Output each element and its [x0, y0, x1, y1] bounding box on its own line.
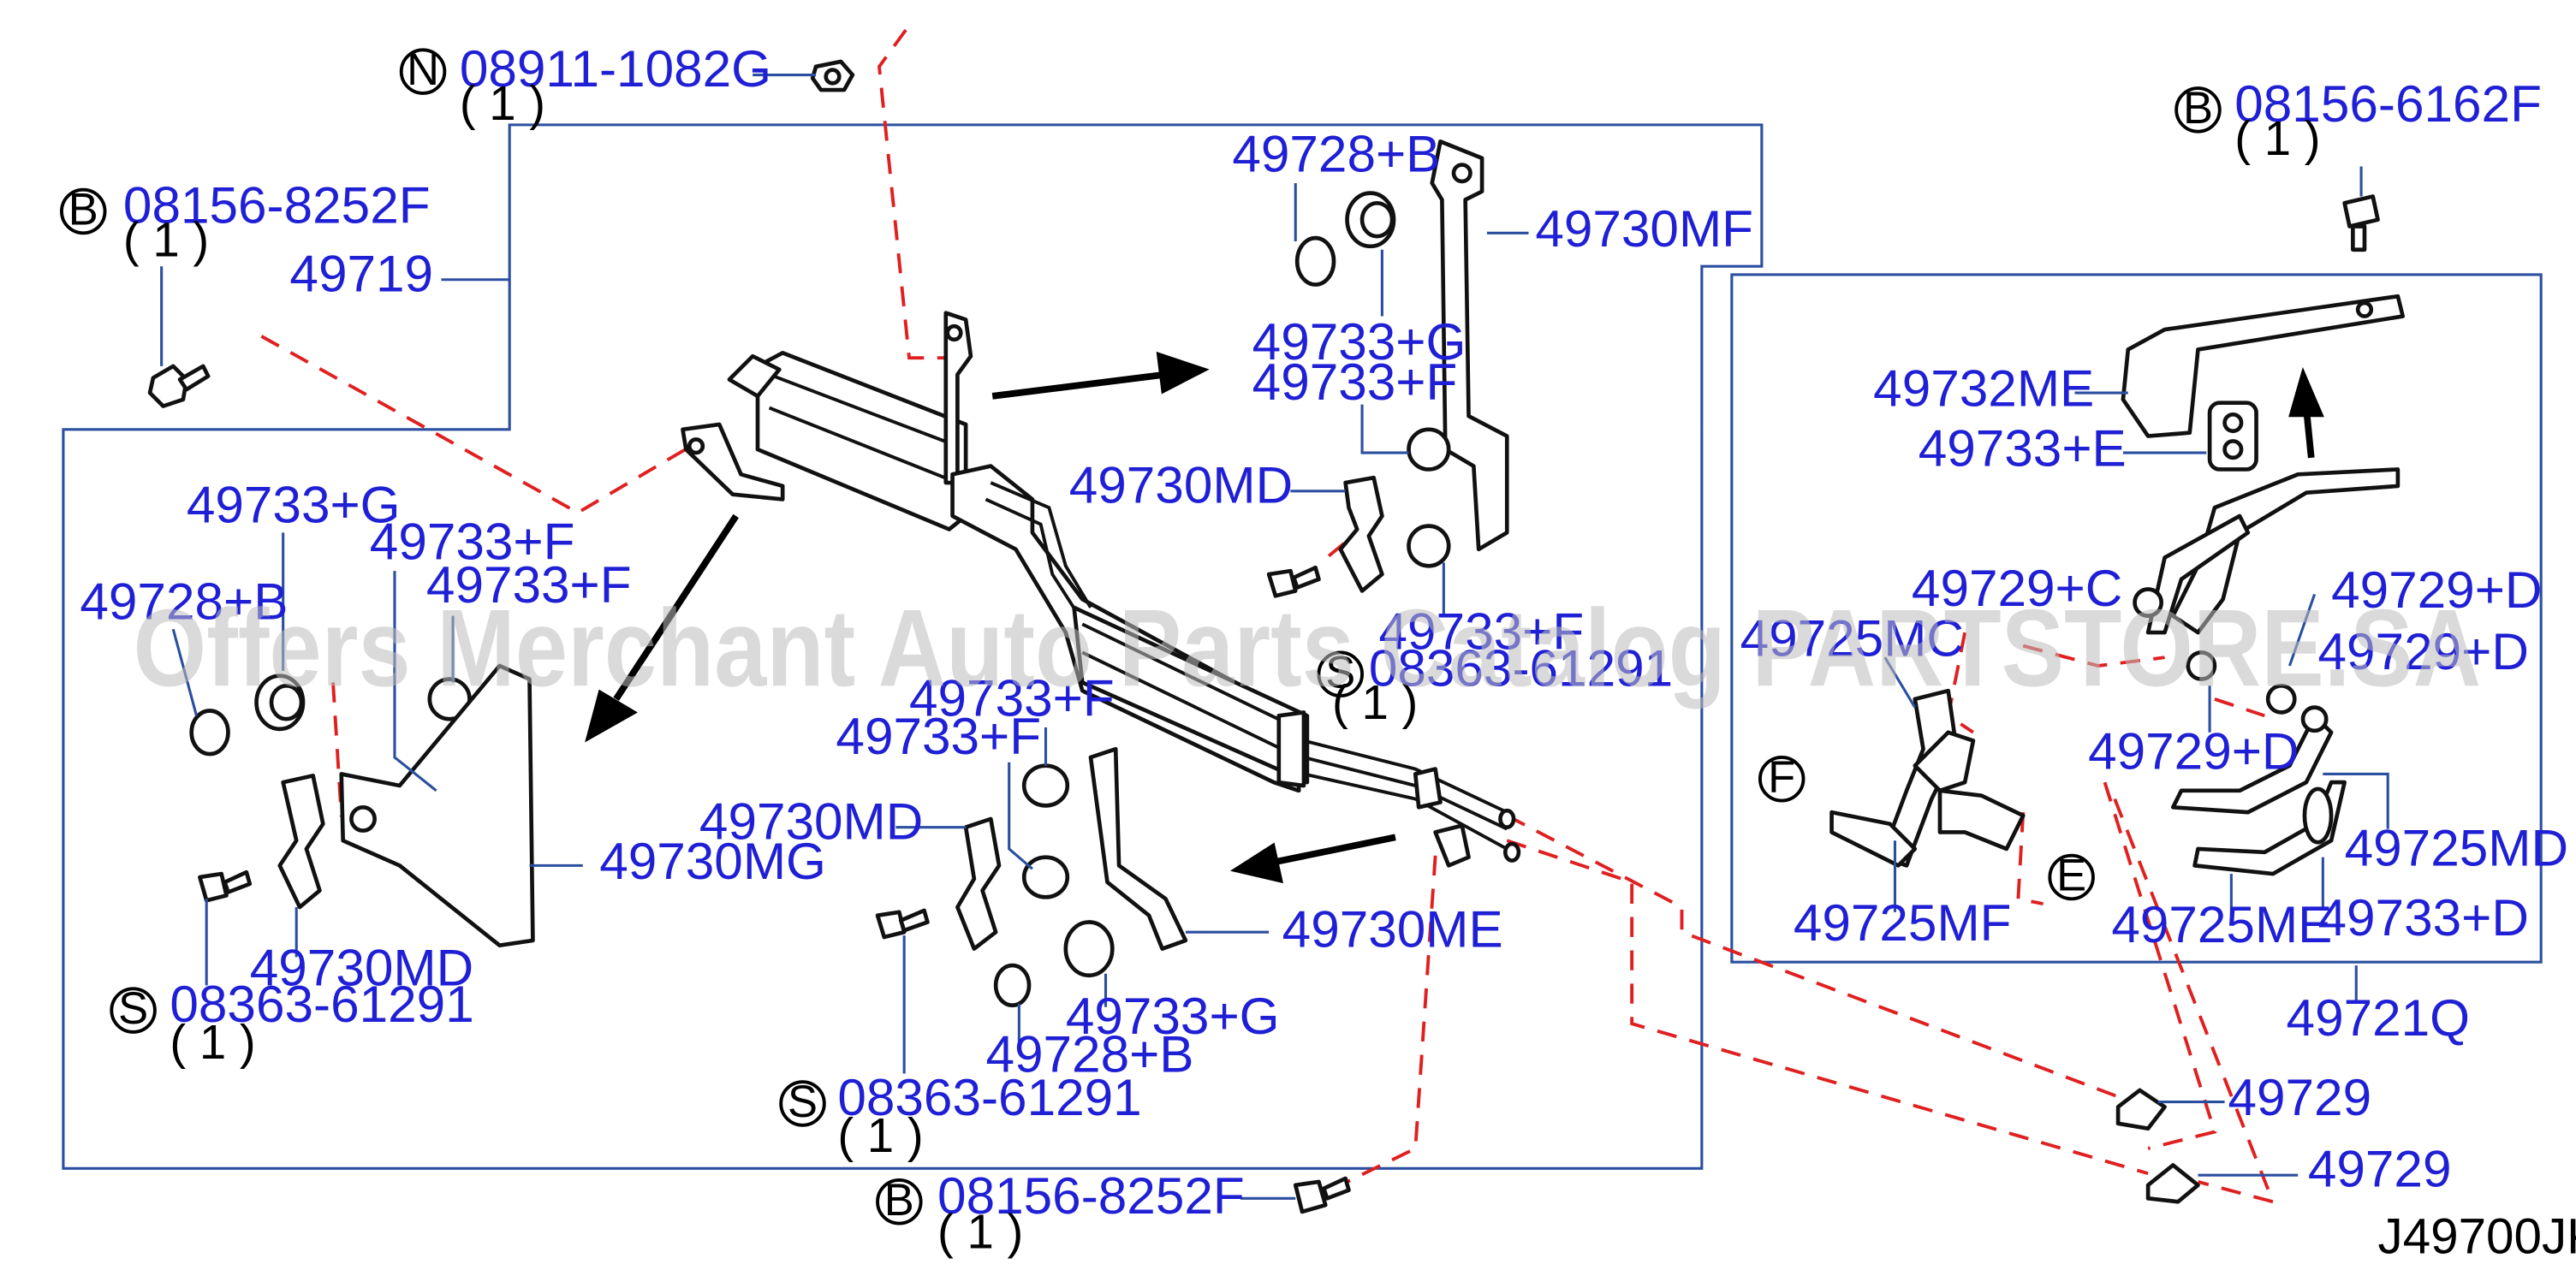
label-49729c: 49729+C [1912, 559, 2122, 617]
label-49733e: 49733+E [1919, 419, 2127, 478]
callout-b-right: B [2183, 83, 2213, 134]
label-49733g-top: 49733+G [1252, 312, 1466, 371]
label-s-mid-code: 08363-61291 [1369, 638, 1673, 697]
direction-arrows [585, 351, 2324, 884]
label-49730mf: 49730MF [1535, 199, 1753, 258]
label-49729-a: 49729 [2228, 1068, 2371, 1126]
label-49730md-left: 49730MD [250, 938, 473, 996]
label-n-code: 08911-1082G [460, 39, 771, 98]
label-49733f-c1: 49733+F [909, 668, 1115, 727]
fasteners [147, 59, 2380, 1214]
label-49725mc: 49725MC [1740, 608, 1964, 667]
callout-s-mid: S [1325, 647, 1355, 697]
label-49728b-top: 49728+B [1232, 124, 1440, 182]
label-49733d: 49733+D [2318, 888, 2529, 947]
callout-s-c: S [788, 1077, 818, 1127]
label-49730me: 49730ME [1282, 900, 1503, 958]
label-49730md-top: 49730MD [1069, 455, 1293, 513]
callout-circles: N B B B S S S F E [60, 45, 2222, 1225]
label-49728b-c: 49728+B [985, 1025, 1193, 1083]
label-49729d-c: 49729+D [2088, 722, 2299, 780]
label-49730mg: 49730MG [599, 832, 826, 890]
leader-lines [160, 73, 2389, 1200]
brackets-grommets [189, 139, 1509, 1008]
label-s-left-qty: ( 1 ) [170, 1015, 255, 1069]
label-49729-b: 49729 [2308, 1140, 2452, 1198]
callout-b-bottom: B [884, 1175, 914, 1225]
label-49730md-c: 49730MD [699, 792, 923, 850]
label-49733g-c: 49733+G [1066, 987, 1280, 1045]
watermark: Offers Merchant Auto Parts Catalog PARTS… [134, 587, 2482, 709]
label-b-right-code: 08156-6162F [2234, 74, 2542, 133]
label-49733g-left: 49733+G [187, 476, 401, 534]
label-b-right-qty: ( 1 ) [2234, 111, 2320, 165]
callout-f: F [1768, 752, 1795, 803]
callout-s-left: S [118, 983, 148, 1034]
label-49729-r2: 49729+D [2318, 622, 2529, 680]
callout-b1: B [68, 185, 98, 235]
label-49733f-l2: 49733+F [426, 555, 632, 614]
label-s-left-code: 08363-61291 [170, 975, 473, 1033]
callout-n: N [407, 45, 439, 95]
label-diagram-id: J49700JK [2378, 1209, 2576, 1265]
label-49725mf: 49725MF [1794, 893, 2012, 952]
label-49725md: 49725MD [2345, 818, 2568, 876]
label-49733f-top: 49733+F [1252, 353, 1458, 411]
callout-e: E [2056, 851, 2086, 901]
label-49721q: 49721Q [2287, 988, 2471, 1047]
part-labels: 08911-1082G ( 1 ) 08156-8252F ( 1 ) 4971… [80, 39, 2576, 1264]
hose-assembly [1829, 294, 2406, 1204]
label-b1-qty: ( 1 ) [123, 213, 209, 267]
label-b-bottom-qty: ( 1 ) [937, 1205, 1023, 1259]
oil-cooler-assembly [681, 311, 1521, 868]
label-b1-code: 08156-8252F [123, 176, 431, 234]
label-49733f-c2: 49733+F [836, 707, 1041, 765]
label-49725me: 49725ME [2111, 895, 2332, 953]
label-49733f-l1: 49733+F [370, 513, 575, 571]
right-frame [1730, 273, 2543, 964]
label-49732me: 49732ME [1873, 359, 2094, 418]
label-s-c-code: 08363-61291 [837, 1068, 1141, 1126]
main-frame [62, 123, 1764, 1170]
label-b-bottom-code: 08156-8252F [937, 1166, 1245, 1225]
label-49728b-left: 49728+B [80, 573, 288, 631]
label-49719: 49719 [289, 244, 433, 302]
label-49729d-r: 49729+D [2331, 561, 2542, 619]
label-s-mid-qty: ( 1 ) [1332, 675, 1418, 729]
label-s-c-qty: ( 1 ) [837, 1108, 923, 1162]
label-49733f-mid: 49733+F [1379, 602, 1585, 661]
label-n-qty: ( 1 ) [460, 76, 545, 130]
